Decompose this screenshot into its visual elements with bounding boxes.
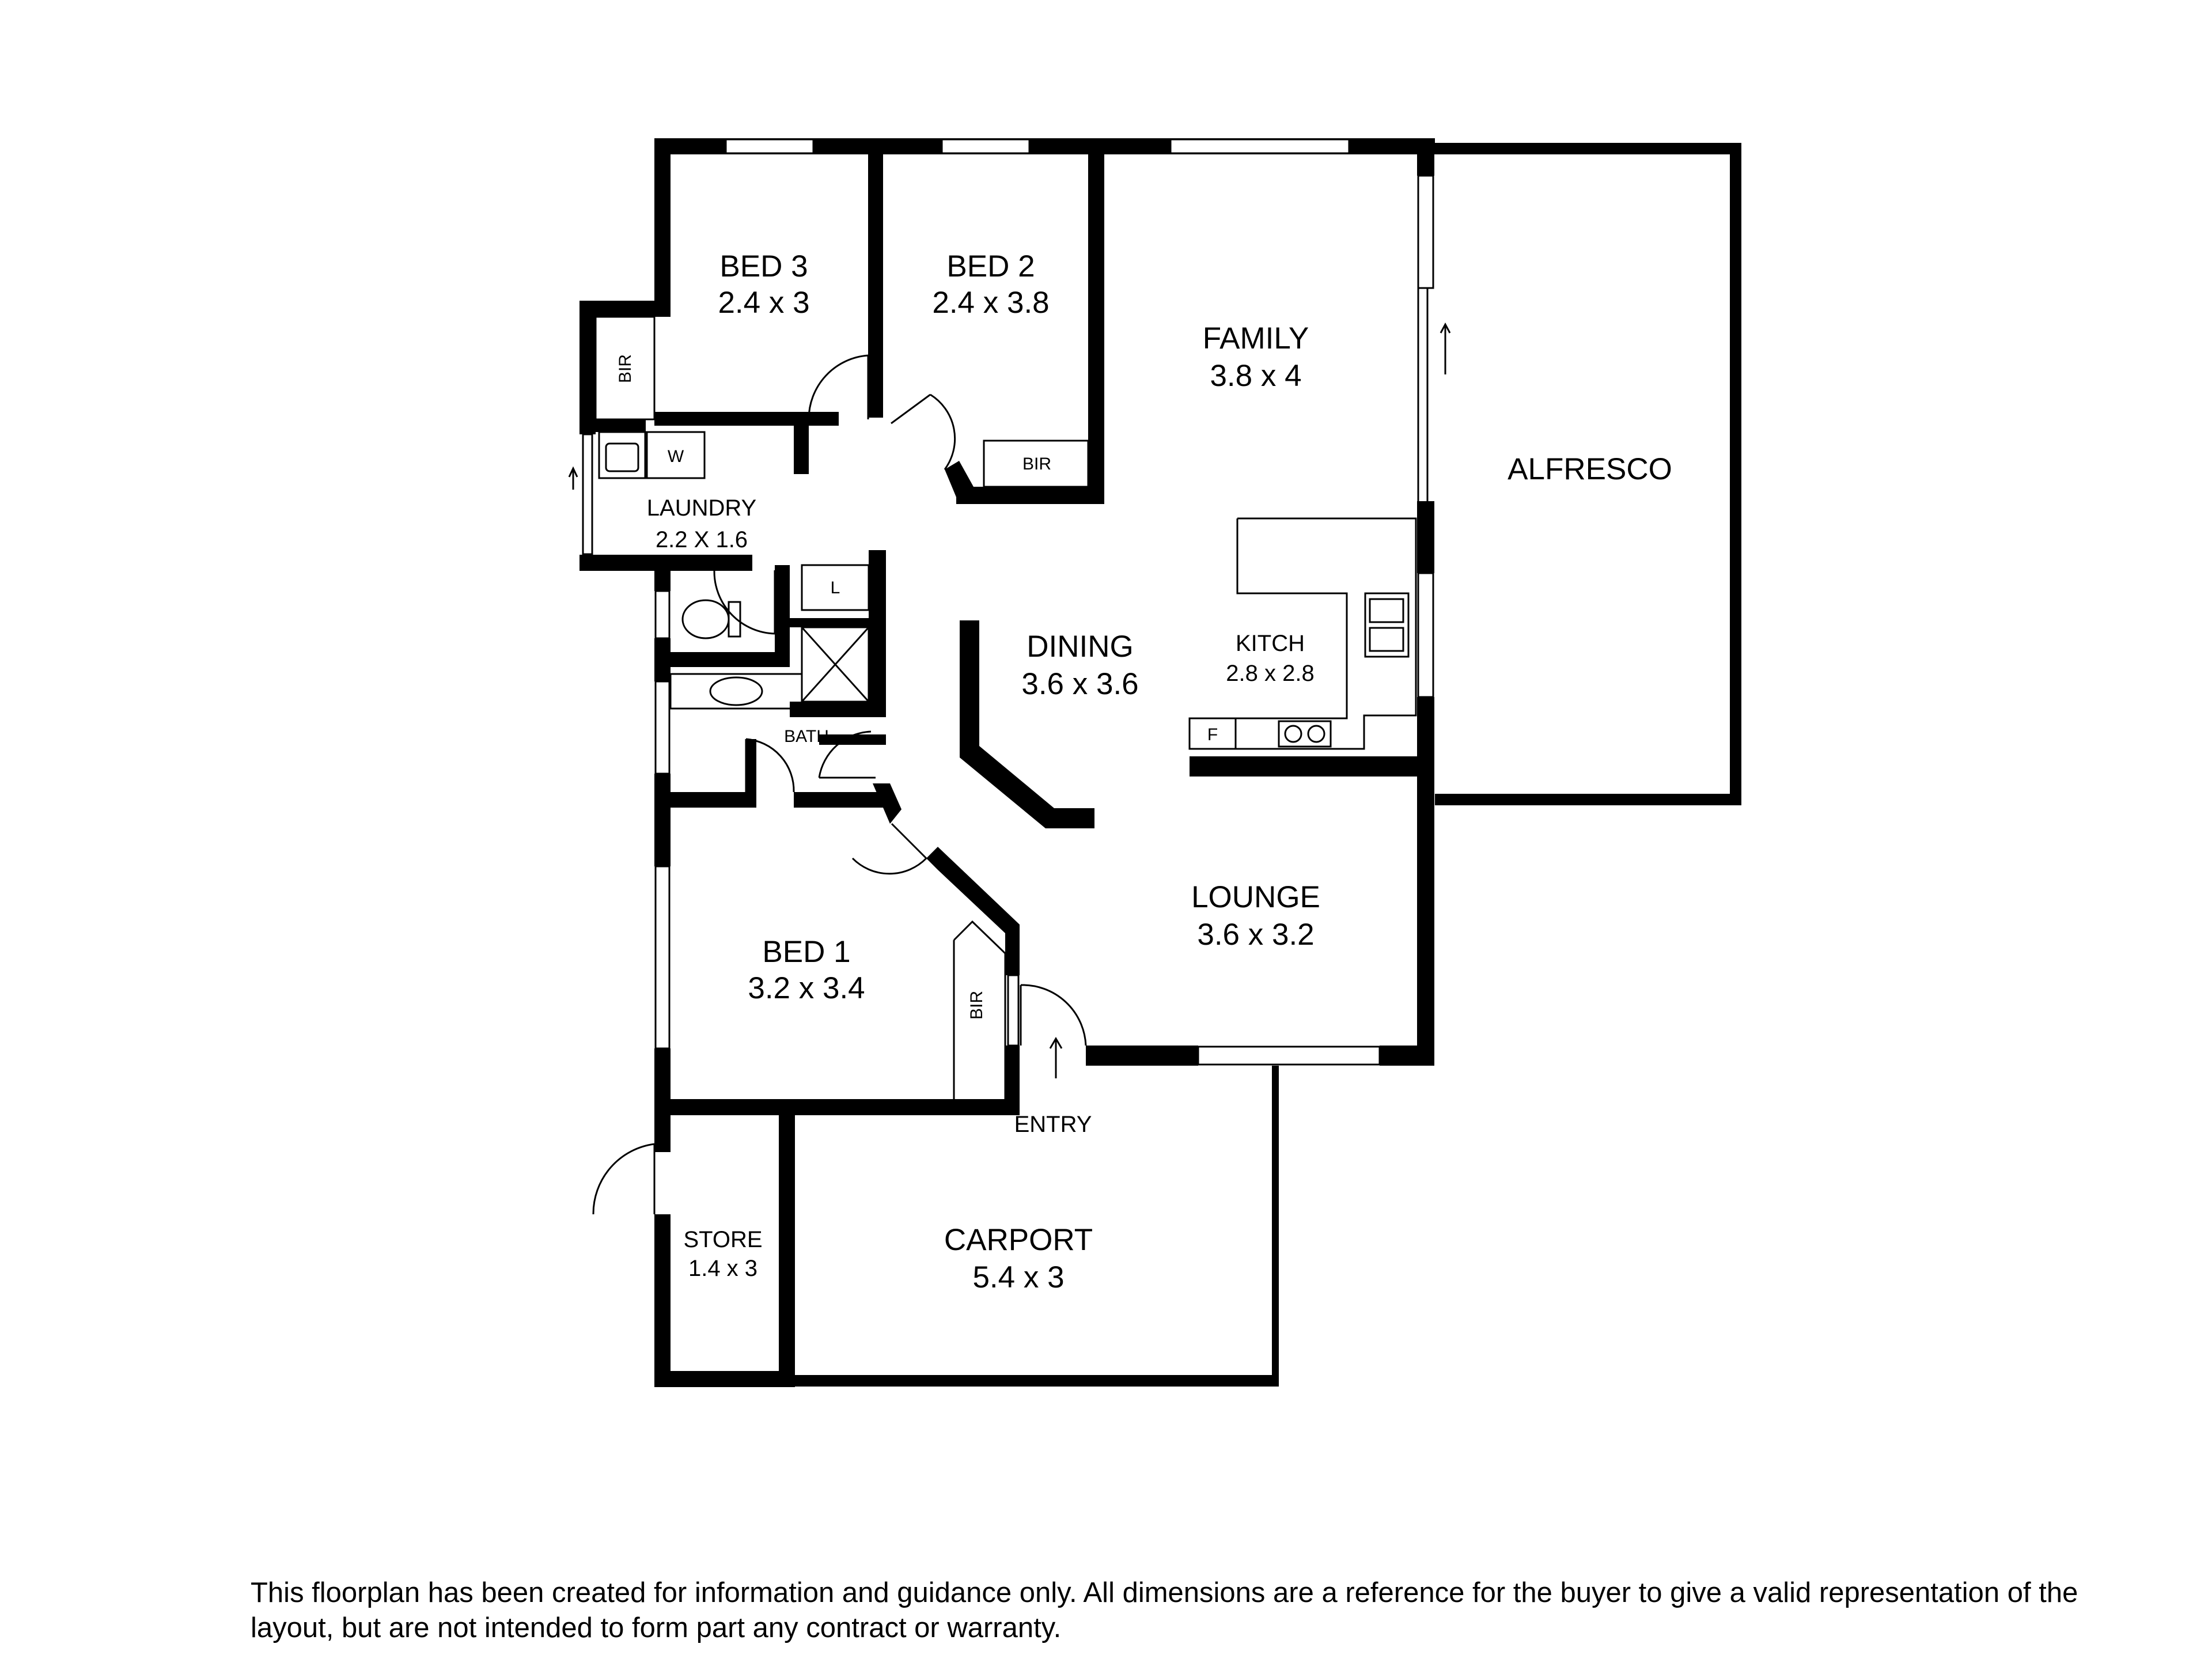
bed1-bir-label: BIR (967, 991, 986, 1020)
disclaimer-text: This floorplan has been created for info… (251, 1577, 2078, 1643)
entry-name: ENTRY (1014, 1112, 1092, 1137)
bed2-dim: 2.4 x 3.8 (932, 286, 1049, 320)
bed3-dim: 2.4 x 3 (718, 286, 809, 320)
carport-name: CARPORT (944, 1223, 1093, 1257)
door-swings (592, 354, 1087, 1215)
store-name: STORE (683, 1227, 762, 1252)
windows (582, 138, 1434, 1066)
fridge-label: F (1207, 725, 1218, 744)
sliding-door (1417, 288, 1429, 501)
carport-dim: 5.4 x 3 (972, 1260, 1064, 1294)
direction-arrows (568, 322, 1451, 1078)
laundry-name: LAUNDRY (647, 495, 756, 521)
bed1-name: BED 1 (762, 935, 850, 969)
family-dim: 3.8 x 4 (1210, 359, 1301, 393)
walls (579, 138, 1741, 1387)
linen-label: L (831, 578, 840, 597)
alfresco-name: ALFRESCO (1508, 452, 1672, 486)
washer-label: W (668, 447, 684, 466)
bath-name: BATH (784, 727, 829, 746)
dining-name: DINING (1027, 630, 1134, 664)
family-name: FAMILY (1203, 321, 1309, 355)
bed3-name: BED 3 (719, 249, 808, 283)
lounge-dim: 3.6 x 3.2 (1197, 918, 1314, 952)
fixture-labels: BIR BIR BIR W L F (616, 354, 1218, 1020)
kitchen-name: KITCH (1236, 631, 1305, 656)
bed3-bir-label: BIR (616, 354, 635, 383)
store-dim: 1.4 x 3 (688, 1256, 757, 1281)
fixtures (594, 316, 1417, 1099)
laundry-dim: 2.2 X 1.6 (656, 527, 748, 552)
bed2-name: BED 2 (946, 249, 1035, 283)
lounge-name: LOUNGE (1191, 880, 1320, 914)
kitchen-dim: 2.8 x 2.8 (1226, 661, 1314, 686)
bed2-bir-label: BIR (1022, 454, 1051, 474)
room-labels: BED 3 2.4 x 3 BED 2 2.4 x 3.8 FAMILY 3.8… (647, 249, 1672, 1294)
bed1-dim: 3.2 x 3.4 (748, 971, 865, 1005)
dining-dim: 3.6 x 3.6 (1021, 667, 1138, 701)
